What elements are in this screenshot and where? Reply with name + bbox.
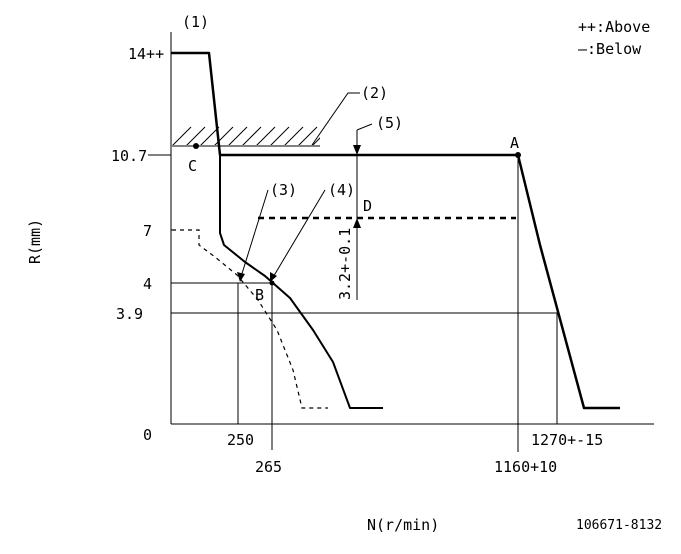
- callout-5: (5): [376, 114, 403, 132]
- point-c-label: C: [188, 157, 197, 175]
- dimension-value: 3.2+-0.1: [336, 228, 354, 300]
- callout-2: (2): [361, 84, 388, 102]
- idle-characteristic-line: [219, 155, 383, 409]
- y-tick-label-10-7: 10.7: [111, 147, 147, 165]
- x-axis-title: N(r/min): [367, 516, 439, 534]
- callout-5-leader: [356, 123, 373, 131]
- x-tick-label-250: 250: [227, 431, 254, 449]
- callout-3-leader: [239, 189, 269, 281]
- dimension-arrow-top: [353, 145, 361, 155]
- point-a-marker: [515, 152, 521, 158]
- y-tick-label-0: 0: [143, 426, 152, 444]
- y-tick-label-7: 7: [143, 222, 152, 240]
- point-b-marker: [269, 280, 275, 286]
- part-number: 106671-8132: [576, 518, 662, 533]
- point-a-label: A: [510, 134, 519, 152]
- point-b-label: B: [255, 286, 264, 304]
- callout-4: (4): [328, 181, 355, 199]
- callout-1: (1): [182, 13, 209, 31]
- dimension-arrow-bottom: [353, 218, 361, 228]
- callout-2-leader: [311, 92, 360, 146]
- below-dashed-curve: [172, 229, 328, 409]
- y-tick-label-14: 14++: [128, 45, 164, 63]
- callout-4-arrow: [270, 272, 277, 282]
- callout-3: (3): [270, 181, 297, 199]
- point-c-marker: [193, 143, 199, 149]
- x-tick-label-1270: 1270+-15: [531, 431, 603, 449]
- x-tick-label-265: 265: [255, 458, 282, 476]
- y-tick-label-4: 4: [143, 275, 152, 293]
- legend-above: ++:Above: [578, 18, 650, 36]
- x-tick-label-1160: 1160+10: [494, 458, 557, 476]
- stop-hatching: [172, 126, 320, 145]
- legend-below: —:Below: [578, 40, 642, 58]
- y-tick-label-3-9: 3.9: [116, 305, 143, 323]
- y-axis-title: R(mm): [26, 219, 44, 264]
- callout-4-leader: [271, 189, 326, 280]
- point-d-label: D: [363, 197, 372, 215]
- callout-3-arrow: [237, 272, 245, 282]
